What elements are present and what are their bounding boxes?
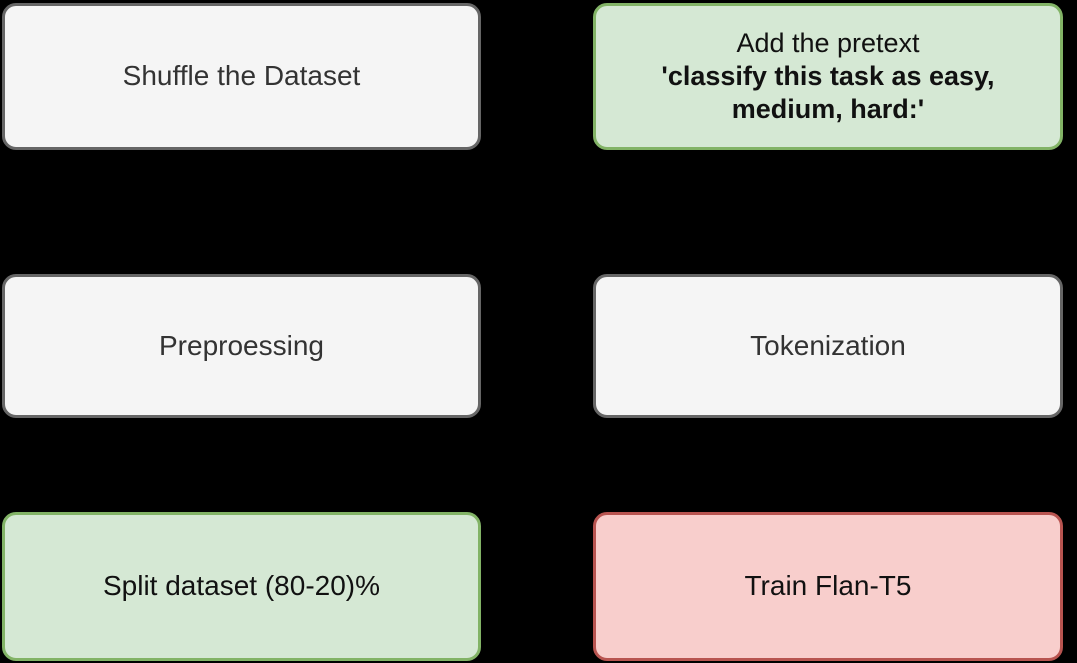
node-split-dataset[interactable]: Split dataset (80-20)%	[2, 512, 481, 661]
node-train-flan-t5[interactable]: Train Flan-T5	[593, 512, 1063, 661]
node-preprocessing[interactable]: Preproessing	[2, 274, 481, 418]
node-label: Train Flan-T5	[744, 570, 912, 602]
node-label: Add the pretext 'classify this task as e…	[606, 27, 1050, 126]
node-tokenization[interactable]: Tokenization	[593, 274, 1063, 418]
node-label: Split dataset (80-20)%	[102, 570, 381, 602]
node-label-line-3: medium, hard:'	[731, 93, 925, 124]
node-label: Preproessing	[159, 329, 324, 361]
node-label-line-1: Add the pretext	[736, 28, 920, 59]
node-shuffle-the-dataset[interactable]: Shuffle the Dataset	[2, 3, 481, 150]
node-label: Tokenization	[750, 329, 906, 361]
node-label-line-2: 'classify this task as easy,	[661, 61, 995, 92]
node-label: Shuffle the Dataset	[122, 60, 361, 92]
node-add-the-pretext[interactable]: Add the pretext 'classify this task as e…	[593, 3, 1063, 150]
